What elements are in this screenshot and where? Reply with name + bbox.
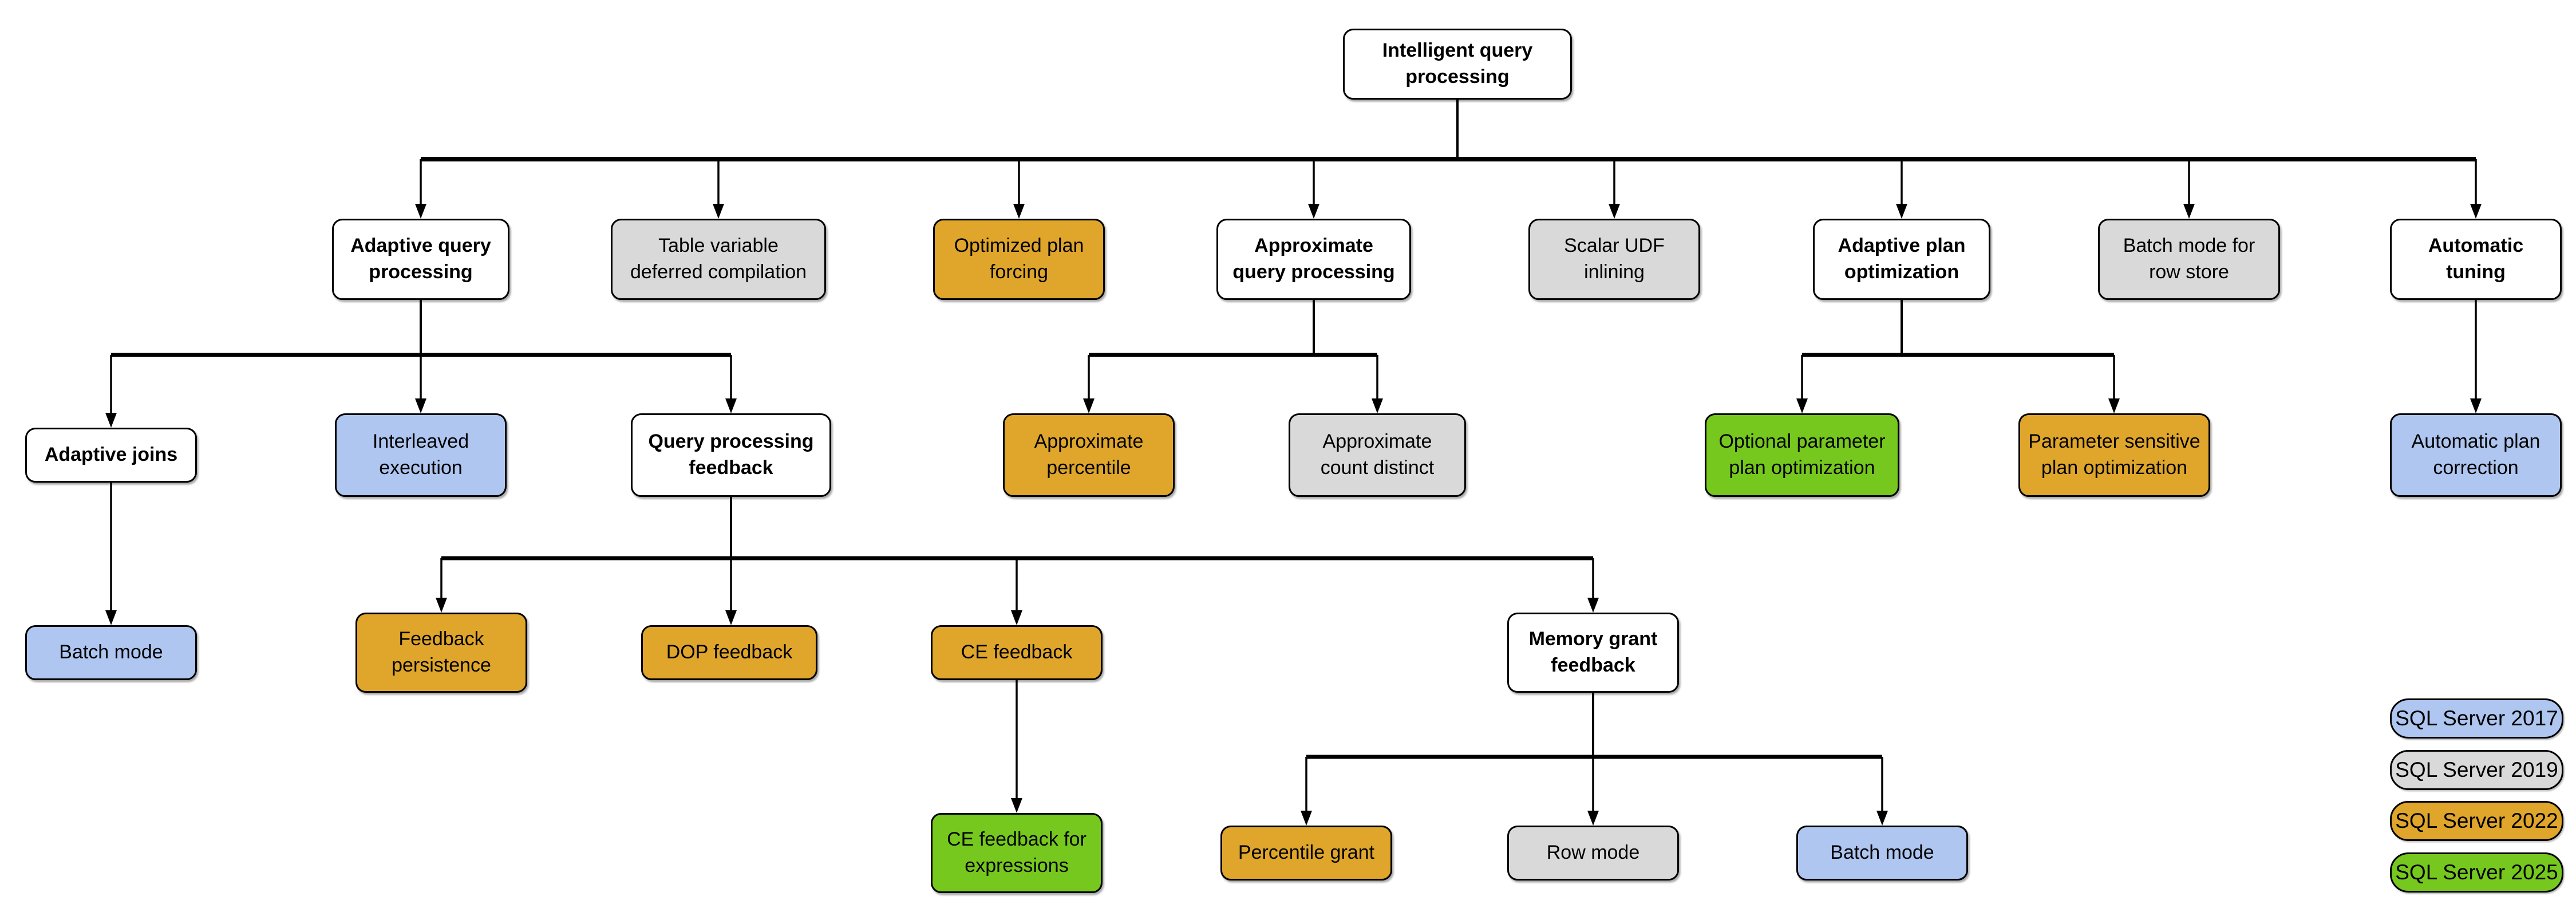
arrowhead [436, 598, 447, 613]
arrowhead [1796, 398, 1808, 413]
arrowhead [2183, 204, 2195, 219]
node-approximate-percentile: Approximate percentile [1003, 413, 1175, 497]
node-intelligent-query-processing: Intelligent query processing [1343, 29, 1572, 100]
node-label: Intelligent query processing [1382, 40, 1533, 88]
arrowhead [415, 398, 426, 413]
legend-item-sql-server-2022: SQL Server 2022 [2390, 801, 2563, 841]
node-label: Parameter sensitive plan optimization [2028, 431, 2200, 479]
arrowhead [1308, 204, 1319, 219]
arrowhead [1609, 204, 1620, 219]
node-interleaved-execution: Interleaved execution [335, 413, 507, 497]
node-label: CE feedback [961, 641, 1073, 664]
node-label: Approximate count distinct [1320, 431, 1435, 479]
node-table-variable-deferred-compilation: Table variable deferred compilation [611, 219, 826, 300]
node-batch-mode-adaptive: Batch mode [25, 625, 197, 680]
node-memory-grant-feedback: Memory grant feedback [1507, 613, 1679, 693]
arrowhead [2108, 398, 2120, 413]
node-approximate-query-processing: Approximate query processing [1216, 219, 1411, 300]
node-row-mode: Row mode [1507, 826, 1679, 881]
legend-item-label: SQL Server 2017 [2395, 706, 2558, 730]
node-ce-feedback: CE feedback [931, 625, 1103, 680]
arrowhead [1587, 811, 1599, 826]
arrowhead [1876, 811, 1888, 826]
node-batch-mode-for-row-store: Batch mode for row store [2098, 219, 2280, 300]
arrowhead [1301, 811, 1312, 826]
node-dop-feedback: DOP feedback [641, 625, 817, 680]
arrowhead [1372, 398, 1383, 413]
node-feedback-persistence: Feedback persistence [355, 613, 527, 693]
arrowhead [105, 610, 117, 625]
arrowhead [1083, 398, 1095, 413]
legend-item-label: SQL Server 2019 [2395, 758, 2558, 781]
node-approximate-count-distinct: Approximate count distinct [1289, 413, 1466, 497]
node-label: Adaptive query processing [350, 235, 491, 283]
node-optional-parameter-plan-optimization: Optional parameter plan optimization [1705, 413, 1899, 497]
node-automatic-tuning: Automatic tuning [2390, 219, 2562, 300]
arrowhead [1013, 204, 1025, 219]
node-label: Query processing feedback [648, 431, 814, 479]
node-batch-mode-memory-grant: Batch mode [1796, 826, 1968, 881]
node-label: Scalar UDF inlining [1564, 235, 1665, 283]
node-optimized-plan-forcing: Optimized plan forcing [933, 219, 1105, 300]
node-label: Batch mode [1830, 842, 1934, 864]
node-label: CE feedback for expressions [947, 828, 1086, 876]
node-label: DOP feedback [666, 641, 793, 664]
arrowhead [2470, 204, 2482, 219]
arrowhead [1011, 610, 1022, 625]
arrowhead [105, 413, 117, 428]
node-ce-feedback-for-expressions: CE feedback for expressions [931, 813, 1103, 893]
node-adaptive-joins: Adaptive joins [25, 428, 197, 483]
node-label: Adaptive joins [44, 444, 178, 466]
node-label: Optimized plan forcing [954, 235, 1084, 283]
arrowhead [415, 204, 426, 219]
legend-item-label: SQL Server 2025 [2395, 860, 2558, 884]
node-label: Automatic plan correction [2411, 431, 2541, 479]
node-label: Table variable deferred compilation [630, 235, 807, 283]
legend-item-sql-server-2017: SQL Server 2017 [2390, 698, 2563, 739]
node-label: Approximate query processing [1232, 235, 1395, 283]
node-query-processing-feedback: Query processing feedback [631, 413, 831, 497]
node-label: Approximate percentile [1034, 431, 1144, 479]
arrowhead [1896, 204, 1907, 219]
node-adaptive-plan-optimization: Adaptive plan optimization [1813, 219, 1990, 300]
legend-item-sql-server-2025: SQL Server 2025 [2390, 852, 2563, 893]
node-label: Memory grant feedback [1528, 628, 1658, 676]
arrowhead [725, 398, 737, 413]
node-automatic-plan-correction: Automatic plan correction [2390, 413, 2562, 497]
arrowhead [1587, 598, 1599, 613]
node-label: Adaptive plan optimization [1838, 235, 1966, 283]
node-label: Batch mode for row store [2123, 235, 2255, 283]
node-label: Automatic tuning [2428, 235, 2524, 283]
arrowhead [713, 204, 724, 219]
node-adaptive-query-processing: Adaptive query processing [332, 219, 509, 300]
node-label: Percentile grant [1238, 842, 1375, 864]
node-label: Feedback persistence [392, 628, 491, 676]
node-label: Row mode [1546, 842, 1640, 864]
arrowhead [2470, 398, 2482, 413]
arrowhead [725, 610, 737, 625]
node-scalar-udf-inlining: Scalar UDF inlining [1528, 219, 1700, 300]
node-label: Interleaved execution [372, 431, 469, 479]
node-percentile-grant: Percentile grant [1220, 826, 1392, 881]
node-parameter-sensitive-plan-optimization: Parameter sensitive plan optimization [2018, 413, 2210, 497]
arrowhead [1011, 798, 1022, 813]
node-label: Optional parameter plan optimization [1718, 431, 1886, 479]
legend-item-sql-server-2019: SQL Server 2019 [2390, 750, 2563, 790]
node-label: Batch mode [59, 641, 163, 664]
legend-item-label: SQL Server 2022 [2395, 809, 2558, 832]
